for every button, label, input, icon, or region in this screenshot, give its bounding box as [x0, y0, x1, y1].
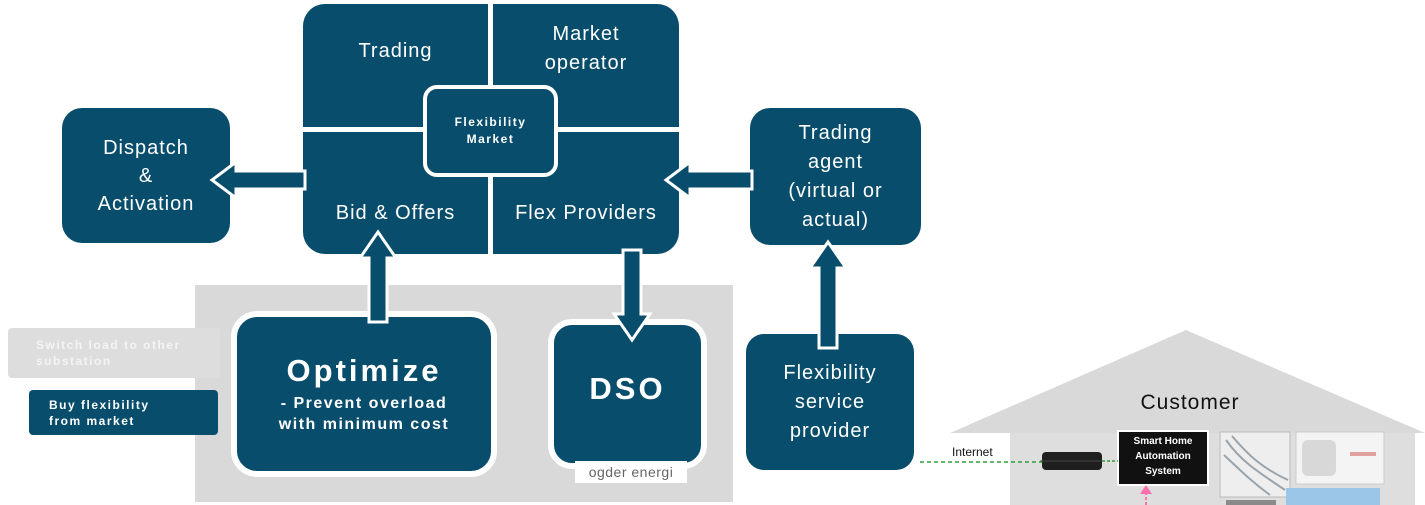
flexibility-service-provider-label: Flexibility service provider [783, 361, 877, 442]
optimize-subtitle: - Prevent overload with minimum cost [278, 395, 450, 433]
arrow-to-bid-offers [357, 229, 399, 324]
optimize-box[interactable]: Optimize - Prevent overload with minimum… [231, 311, 497, 477]
internet-label: Internet [952, 445, 993, 459]
flexibility-market-badge[interactable]: Flexibility Market [423, 85, 558, 177]
trading-agent-label: Trading agent (virtual or actual) [788, 121, 883, 231]
dispatch-activation-label: Dispatch & Activation [97, 136, 195, 215]
flexibility-market-label: Flexibility Market [454, 115, 527, 146]
flex-providers-label: Flex Providers [515, 202, 657, 224]
agder-energi-logo: ogder energi [575, 461, 687, 483]
trading-label: Trading [358, 40, 433, 62]
customer-label: Customer [1140, 391, 1240, 414]
smart-home-label: Smart Home Automation System [1133, 436, 1193, 477]
dispatch-activation-box[interactable]: Dispatch & Activation [62, 108, 230, 243]
customer-house [920, 330, 1425, 505]
buy-flexibility-label: Buy flexibility from market [49, 397, 150, 428]
flexibility-service-provider-box[interactable]: Flexibility service provider [746, 334, 914, 470]
switch-load-label: Switch load to other substation [36, 338, 181, 368]
arrow-to-dso [611, 248, 653, 343]
arrow-to-dispatch [209, 159, 307, 201]
switch-load-option[interactable]: Switch load to other substation [8, 328, 220, 378]
optimize-title: Optimize [286, 353, 442, 388]
market-operator-label: Market operator [544, 23, 628, 74]
device-image-3 [1226, 500, 1276, 505]
bid-offers-label: Bid & Offers [335, 202, 456, 224]
dso-label: DSO [589, 371, 666, 406]
device-image-4 [1286, 488, 1380, 505]
buy-flexibility-option[interactable]: Buy flexibility from market [29, 390, 218, 435]
house-roof [950, 330, 1425, 433]
trading-agent-box[interactable]: Trading agent (virtual or actual) [750, 108, 921, 245]
arrow-to-flex-providers [663, 159, 754, 201]
smart-home-box [1117, 430, 1209, 486]
arrow-to-trading-agent [807, 239, 849, 350]
agder-energi-logo-text: ogder energi [588, 464, 674, 480]
